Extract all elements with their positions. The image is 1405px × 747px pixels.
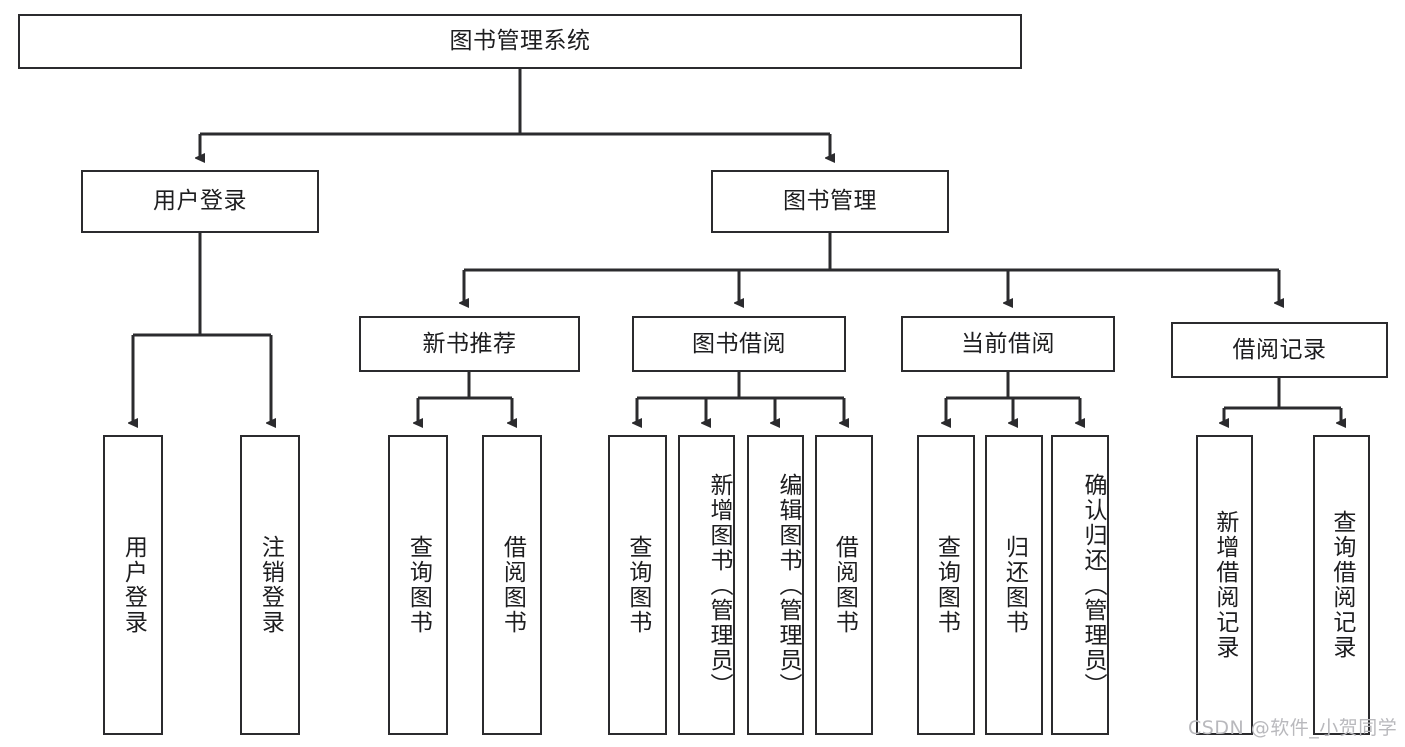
leaf-query-borrow-record[interactable]: 查询借阅记录	[1313, 435, 1370, 735]
node-label: 图书管理	[783, 188, 877, 215]
node-label: 查询图书	[624, 535, 651, 635]
leaf-confirm-return-admin[interactable]: 确认归还（管理员）	[1051, 435, 1109, 735]
node-user-login[interactable]: 用户登录	[81, 170, 319, 233]
node-label: 用户登录	[153, 188, 247, 215]
node-new-book-recommend[interactable]: 新书推荐	[359, 316, 580, 372]
leaf-query-book-current[interactable]: 查询图书	[917, 435, 975, 735]
leaf-borrow-book-recommend[interactable]: 借阅图书	[482, 435, 542, 735]
leaf-logout-login[interactable]: 注销登录	[240, 435, 300, 735]
node-label: 新增图书（管理员）	[706, 472, 732, 698]
node-label: 查询借阅记录	[1328, 510, 1355, 660]
node-label: 借阅图书	[831, 535, 858, 635]
node-label: 用户登录	[120, 535, 147, 635]
node-label: 归还图书	[1001, 535, 1028, 635]
node-current-borrow[interactable]: 当前借阅	[901, 316, 1115, 372]
node-root-book-management-system[interactable]: 图书管理系统	[18, 14, 1022, 69]
node-label: 借阅记录	[1232, 336, 1327, 363]
csdn-watermark: CSDN @软件_小贺同学	[1188, 717, 1398, 739]
leaf-add-book-admin[interactable]: 新增图书（管理员）	[678, 435, 735, 735]
node-borrow-record[interactable]: 借阅记录	[1171, 322, 1388, 378]
node-label: 注销登录	[257, 535, 284, 635]
leaf-borrow-book-borrow[interactable]: 借阅图书	[815, 435, 873, 735]
node-label: 确认归还（管理员）	[1080, 472, 1106, 698]
leaf-query-book-borrow[interactable]: 查询图书	[608, 435, 667, 735]
node-label: 图书借阅	[692, 330, 786, 357]
node-label: 新增借阅记录	[1211, 510, 1238, 660]
node-label: 编辑图书（管理员）	[775, 472, 801, 698]
node-book-borrow[interactable]: 图书借阅	[632, 316, 846, 372]
leaf-query-book-recommend[interactable]: 查询图书	[388, 435, 448, 735]
node-label: 借阅图书	[499, 535, 526, 635]
node-book-management[interactable]: 图书管理	[711, 170, 949, 233]
node-label: 当前借阅	[961, 330, 1055, 357]
leaf-return-book[interactable]: 归还图书	[985, 435, 1043, 735]
node-label: 查询图书	[933, 535, 960, 635]
leaf-edit-book-admin[interactable]: 编辑图书（管理员）	[747, 435, 804, 735]
leaf-user-login[interactable]: 用户登录	[103, 435, 163, 735]
leaf-add-borrow-record[interactable]: 新增借阅记录	[1196, 435, 1253, 735]
node-label: 新书推荐	[422, 330, 517, 357]
node-label: 查询图书	[405, 535, 432, 635]
node-label: 图书管理系统	[449, 28, 591, 55]
